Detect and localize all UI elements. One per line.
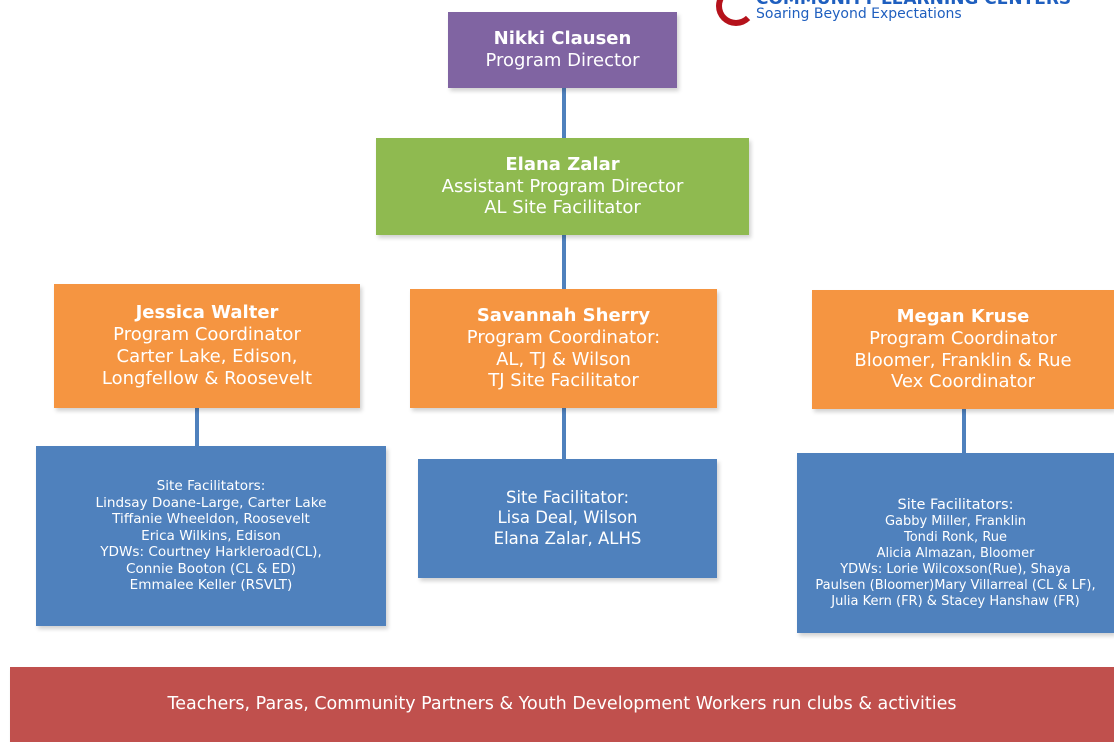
coordinator-box-walter: Jessica Walter Program Coordinator Carte…	[54, 284, 360, 408]
director-role: Program Director	[485, 50, 640, 71]
connector-director-assistant	[562, 88, 566, 138]
site-line: Lisa Deal, Wilson	[497, 508, 638, 528]
coordinator-line: TJ Site Facilitator	[488, 370, 639, 392]
site-line: YDWs: Courtney Harkleroad(CL),	[100, 544, 322, 561]
site-line: Tiffanie Wheeldon, Roosevelt	[112, 511, 310, 528]
site-line: Alicia Almazan, Bloomer	[876, 545, 1035, 561]
coordinator-line: Carter Lake, Edison,	[116, 346, 298, 367]
connector-walter-sites	[195, 408, 199, 446]
site-line: Erica Wilkins, Edison	[141, 527, 281, 544]
coordinator-line: Longfellow & Roosevelt	[101, 367, 313, 389]
site-line: Lindsay Doane-Large, Carter Lake	[95, 494, 327, 511]
program-logo: COMMUNITY LEARNING CENTERS Soaring Beyon…	[716, 0, 1114, 28]
footer-banner: Teachers, Paras, Community Partners & Yo…	[10, 667, 1114, 742]
site-line: Gabby Miller, Franklin	[884, 514, 1027, 530]
sites-box-sherry: Site Facilitator: Lisa Deal, Wilson Elan…	[418, 459, 717, 578]
site-line: Tondi Ronk, Rue	[903, 530, 1008, 546]
coordinator-line: Program Coordinator	[113, 324, 301, 346]
site-line: Site Facilitators:	[897, 496, 1014, 513]
site-line: Site Facilitators:	[156, 477, 266, 494]
connector-sherry-sites	[562, 408, 566, 459]
site-line: YDWs: Lorie Wilcoxson(Rue), Shaya	[840, 561, 1071, 577]
coordinator-line: AL, TJ & Wilson	[496, 348, 631, 370]
coordinator-line: Vex Coordinator	[890, 371, 1036, 393]
assistant-role: Assistant Program Director	[441, 175, 684, 197]
connector-kruse-sites	[962, 409, 966, 453]
coordinator-box-sherry: Savannah Sherry Program Coordinator: AL,…	[410, 289, 717, 408]
coordinator-line: Program Coordinator:	[466, 326, 661, 348]
coordinator-line: Program Coordinator	[869, 327, 1057, 349]
coordinator-name: Savannah Sherry	[476, 304, 651, 326]
site-line: Emmalee Keller (RSVLT)	[129, 577, 293, 594]
coordinator-line: Bloomer, Franklin & Rue	[854, 349, 1072, 371]
footer-text: Teachers, Paras, Community Partners & Yo…	[167, 693, 957, 714]
assistant-site-role: AL Site Facilitator	[484, 197, 641, 219]
site-line: Site Facilitator:	[505, 488, 630, 508]
sites-box-walter: Site Facilitators: Lindsay Doane-Large, …	[36, 446, 386, 626]
coordinator-box-kruse: Megan Kruse Program Coordinator Bloomer,…	[812, 290, 1114, 409]
assistant-director-box: Elana Zalar Assistant Program Director A…	[376, 138, 749, 235]
site-line: Julia Kern (FR) & Stacey Hanshaw (FR)	[831, 593, 1080, 609]
logo-tagline: Soaring Beyond Expectations	[756, 6, 962, 22]
director-box: Nikki Clausen Program Director	[448, 12, 677, 88]
logo-title: COMMUNITY LEARNING CENTERS	[756, 0, 1071, 9]
director-name: Nikki Clausen	[493, 28, 632, 50]
coordinator-name: Megan Kruse	[896, 305, 1030, 327]
connector-assistant-coordinator	[562, 235, 566, 289]
coordinator-name: Jessica Walter	[135, 302, 279, 324]
assistant-name: Elana Zalar	[505, 153, 620, 175]
logo-swoosh-icon	[716, 0, 756, 26]
site-line: Paulsen (Bloomer)Mary Villarreal (CL & L…	[815, 577, 1096, 593]
site-line: Elana Zalar, ALHS	[493, 528, 642, 548]
site-line: Connie Booton (CL & ED)	[125, 560, 296, 577]
sites-box-kruse: Site Facilitators: Gabby Miller, Frankli…	[797, 453, 1114, 633]
